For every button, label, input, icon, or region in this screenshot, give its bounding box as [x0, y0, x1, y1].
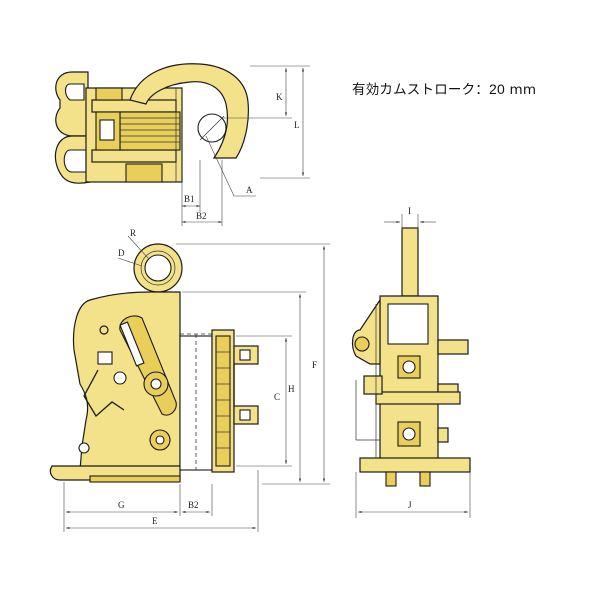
dim-label-k: K [276, 92, 283, 102]
dim-label-i: I [408, 206, 411, 216]
side-cross-bar [375, 391, 461, 405]
side-base [359, 457, 471, 473]
side-lifting-rod [401, 227, 419, 297]
dim-label-l: L [294, 120, 300, 130]
dim-label-b2-bottom: B2 [188, 500, 199, 510]
top-c-hook [129, 63, 249, 159]
front-view: R D F H C G B2 E [49, 228, 330, 532]
top-handle-upper [55, 71, 89, 137]
side-view: I J [351, 206, 471, 518]
cam-stroke-value: 20 [489, 81, 505, 97]
dim-label-c: C [274, 392, 280, 402]
dim-label-b1: B1 [184, 194, 195, 204]
cam-stroke-note: 有効カムストローク：20 mm [352, 78, 536, 98]
front-body [72, 291, 181, 471]
dim-label-r: R [130, 228, 136, 238]
cam-stroke-unit: mm [509, 82, 537, 98]
dim-label-b2-top: B2 [196, 211, 207, 221]
top-view: K L B1 B2 A [54, 63, 310, 226]
dim-label-e: E [152, 516, 158, 526]
dim-label-j: J [408, 500, 412, 510]
dim-label-h: H [288, 384, 295, 394]
dim-label-g: G [118, 500, 125, 510]
dim-label-f: F [312, 360, 317, 370]
dim-label-a: A [246, 185, 253, 195]
dim-label-d: D [118, 248, 125, 258]
cam-stroke-label: 有効カムストローク： [352, 82, 489, 98]
